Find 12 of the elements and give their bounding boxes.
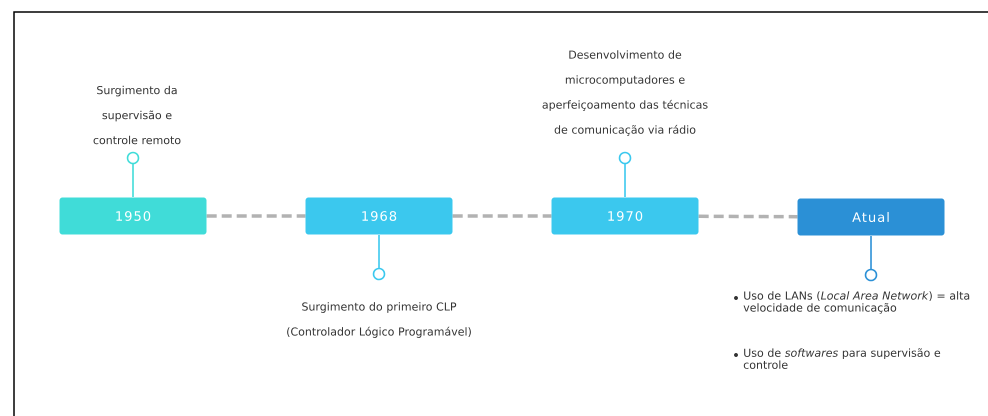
event-description: Surgimento da supervisão e controle remoto — [94, 86, 180, 144]
dashed-connector — [206, 214, 306, 218]
dashed-connector — [452, 214, 552, 218]
year-box: 1970 — [552, 198, 698, 234]
bullet-item: Uso de softwares para supervisão e controle — [734, 348, 940, 369]
year-box: Atual — [798, 198, 944, 236]
bullet-item: Uso de LANs (Local Area Network) = alta velocidade de comunicação — [734, 291, 970, 314]
dashed-connector — [698, 214, 798, 218]
year-box: 1968 — [306, 198, 452, 234]
event-description: Surgimento do primeiro CLP (Controlador Lógico Programável) — [287, 302, 471, 338]
year-box: 1950 — [60, 198, 206, 234]
event-description: Desenvolvimento de microcomputadores e aperfeiçoamento das técnicas de comunicação via rádio — [542, 50, 708, 136]
